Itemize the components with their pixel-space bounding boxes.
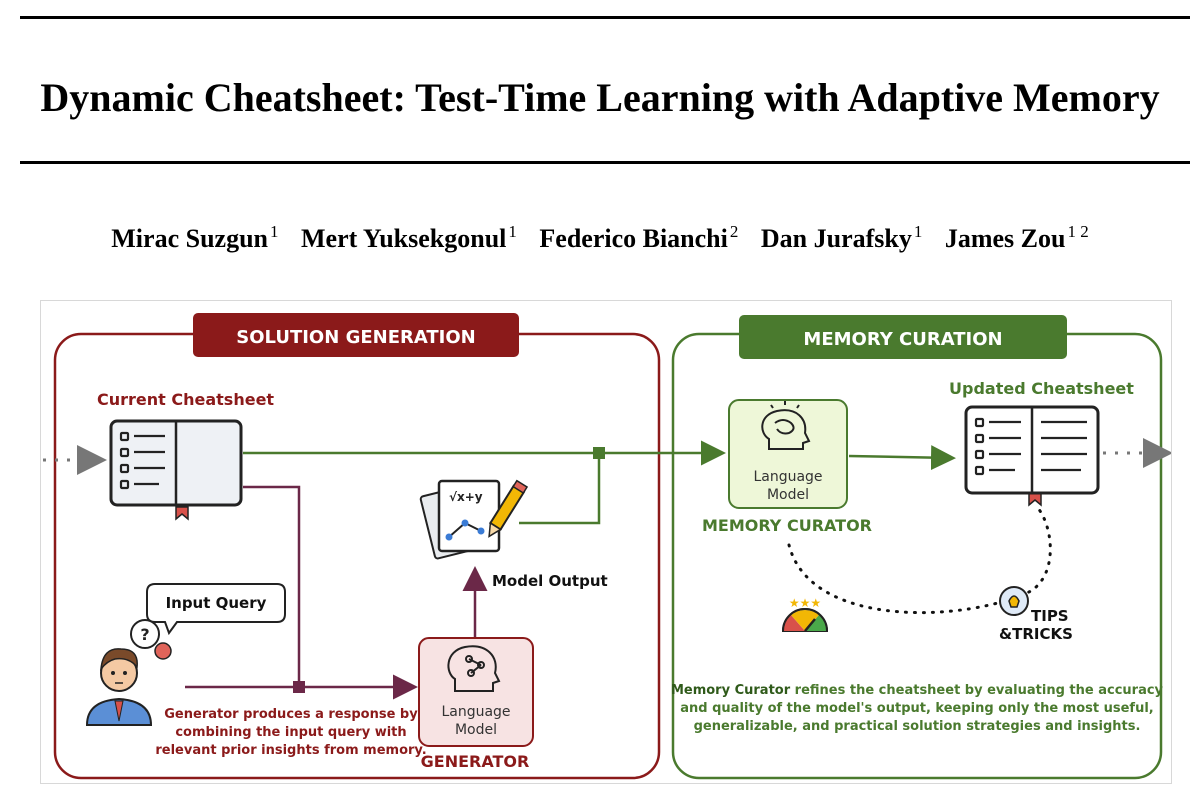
- generator-language-model-box: Language Model: [418, 637, 534, 747]
- generator-description: Generator produces a response by combini…: [155, 707, 426, 758]
- svg-text:Language: Language: [441, 704, 510, 720]
- evaluation-dotted-arc: [787, 503, 1052, 614]
- method-figure: SOLUTION GENERATION MEMORY CURATION Curr…: [40, 300, 1173, 784]
- svg-text:Model: Model: [767, 487, 809, 503]
- current-cheatsheet-label: Current Cheatsheet: [97, 390, 274, 409]
- svg-text:?: ?: [140, 625, 149, 644]
- updated-cheatsheet-book-icon: [964, 405, 1100, 507]
- user-question-icon: ?: [85, 619, 172, 726]
- curator-language-model-box: Language Model: [728, 399, 848, 509]
- curator-role-label: MEMORY CURATOR: [702, 516, 872, 535]
- svg-text:SOLUTION GENERATION: SOLUTION GENERATION: [236, 327, 475, 348]
- junction-node: [293, 681, 305, 693]
- brain-idea-icon: [761, 401, 811, 450]
- tips-tricks-label: TIPS: [1031, 607, 1069, 625]
- top-rule: [20, 16, 1190, 19]
- brain-network-icon: [447, 645, 501, 692]
- solution-generation-header: SOLUTION GENERATION: [193, 313, 519, 357]
- updated-cheatsheet-label: Updated Cheatsheet: [949, 379, 1134, 398]
- svg-text:Memory Curator refines the che: Memory Curator refines the cheatsheet by…: [671, 683, 1164, 698]
- model-output-document-icon: √x+y: [419, 479, 529, 560]
- svg-text:Generator produces a response: Generator produces a response by: [164, 707, 418, 722]
- tips-tricks-label: &TRICKS: [999, 625, 1073, 643]
- svg-text:Model: Model: [455, 722, 497, 738]
- svg-text:and quality of the model's out: and quality of the model's output, keepi…: [680, 701, 1153, 716]
- bottom-rule: [20, 161, 1190, 164]
- curator-description: Memory Curator refines the cheatsheet by…: [671, 683, 1164, 734]
- svg-text:√x+y: √x+y: [449, 490, 483, 504]
- cheatsheet-book-icon: [109, 419, 243, 521]
- svg-text:Input Query: Input Query: [166, 594, 267, 612]
- memory-flow-lines: [243, 440, 956, 525]
- svg-text:generalizable, and practical s: generalizable, and practical solution st…: [694, 719, 1141, 734]
- input-query-bubble: Input Query: [146, 583, 286, 636]
- junction-node: [593, 447, 605, 459]
- lightbulb-icon: [999, 586, 1029, 616]
- memory-curation-header: MEMORY CURATION: [739, 315, 1067, 359]
- svg-text:★★★: ★★★: [789, 596, 821, 610]
- svg-text:relevant prior insights from m: relevant prior insights from memory.: [155, 743, 426, 758]
- svg-text:combining the input query with: combining the input query with: [175, 725, 406, 740]
- svg-text:MEMORY CURATION: MEMORY CURATION: [803, 329, 1002, 350]
- svg-text:Language: Language: [753, 469, 822, 485]
- rating-gauge-icon: ★★★: [781, 596, 829, 632]
- generator-role-label: GENERATOR: [421, 752, 530, 771]
- model-output-label: Model Output: [492, 572, 608, 590]
- paper-title: Dynamic Cheatsheet: Test-Time Learning w…: [40, 75, 1160, 120]
